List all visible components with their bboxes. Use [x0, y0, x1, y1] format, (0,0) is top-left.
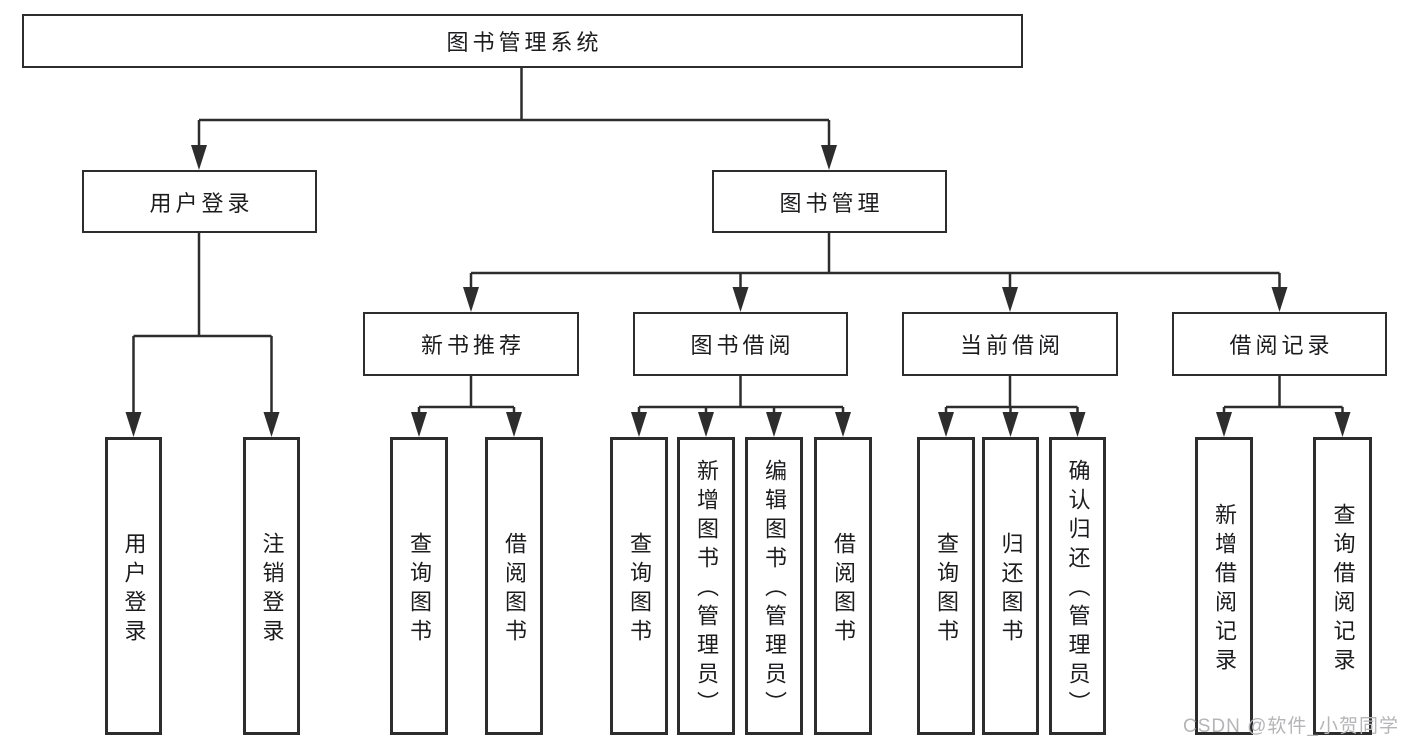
node-book-management: 图书管理	[712, 170, 947, 233]
connector-book-borrow-to-leaves	[631, 376, 851, 437]
leaf-borrow-edit-books-admin: 编辑图书（管理员）	[745, 437, 803, 735]
leaf-newbook-query-books: 查询图书	[390, 437, 448, 735]
leaf-logout-label: 注销登录	[259, 531, 285, 648]
leaf-newbook-query-books-label: 查询图书	[407, 531, 432, 648]
node-new-book-recommend: 新书推荐	[363, 312, 579, 376]
connector-book-mgmt-to-level3	[463, 233, 1288, 312]
leaf-current-return-books-label: 归还图书	[998, 531, 1024, 648]
node-borrow-records-label: 借阅记录	[1229, 333, 1334, 358]
leaf-borrow-query-books-label: 查询图书	[627, 531, 652, 648]
connector-root-to-level2	[191, 68, 837, 170]
connector-current-borrow-to-leaves	[938, 376, 1086, 437]
node-current-borrow: 当前借阅	[902, 312, 1118, 376]
root-box-library-system: 图书管理系统	[22, 14, 1023, 68]
leaf-current-return-books: 归还图书	[982, 437, 1039, 735]
leaf-user-login: 用户登录	[105, 437, 162, 735]
connector-borrow-records-to-leaves	[1216, 376, 1351, 437]
leaf-user-login-label: 用户登录	[121, 531, 147, 648]
leaf-current-query-books-label: 查询图书	[934, 531, 959, 648]
connector-new-book-to-leaves	[411, 376, 522, 437]
leaf-borrow-add-books-admin-label: 新增图书（管理员）	[694, 459, 719, 720]
leaf-current-confirm-return-admin: 确认归还（管理员）	[1049, 437, 1106, 735]
leaf-current-query-books: 查询图书	[917, 437, 975, 735]
root-label: 图书管理系统	[446, 30, 603, 55]
leaf-borrow-add-books-admin: 新增图书（管理员）	[677, 437, 735, 735]
leaf-records-add-record: 新增借阅记录	[1195, 437, 1253, 735]
csdn-watermark: CSDN @软件_小贺同学	[1183, 716, 1399, 737]
leaf-records-add-record-label: 新增借阅记录	[1212, 502, 1237, 677]
leaf-borrow-edit-books-admin-label: 编辑图书（管理员）	[762, 459, 787, 720]
leaf-borrow-borrow-books: 借阅图书	[814, 437, 872, 735]
leaf-borrow-query-books: 查询图书	[610, 437, 668, 735]
leaf-records-query-record-label: 查询借阅记录	[1330, 502, 1356, 677]
leaf-newbook-borrow-books-label: 借阅图书	[502, 531, 527, 648]
leaf-current-confirm-return-admin-label: 确认归还（管理员）	[1065, 459, 1091, 720]
node-user-login-label: 用户登录	[149, 190, 254, 216]
node-new-book-recommend-label: 新书推荐	[420, 333, 525, 358]
leaf-newbook-borrow-books: 借阅图书	[485, 437, 543, 735]
node-borrow-records: 借阅记录	[1172, 312, 1387, 376]
node-book-borrow: 图书借阅	[633, 312, 848, 376]
leaf-borrow-borrow-books-label: 借阅图书	[831, 531, 856, 648]
node-book-borrow-label: 图书借阅	[690, 333, 795, 358]
node-current-borrow-label: 当前借阅	[959, 333, 1064, 358]
connector-user-login-to-leaves	[125, 233, 280, 437]
node-user-login: 用户登录	[82, 170, 317, 233]
leaf-records-query-record: 查询借阅记录	[1313, 437, 1372, 735]
node-book-management-label: 图书管理	[779, 190, 884, 216]
leaf-logout: 注销登录	[243, 437, 300, 735]
